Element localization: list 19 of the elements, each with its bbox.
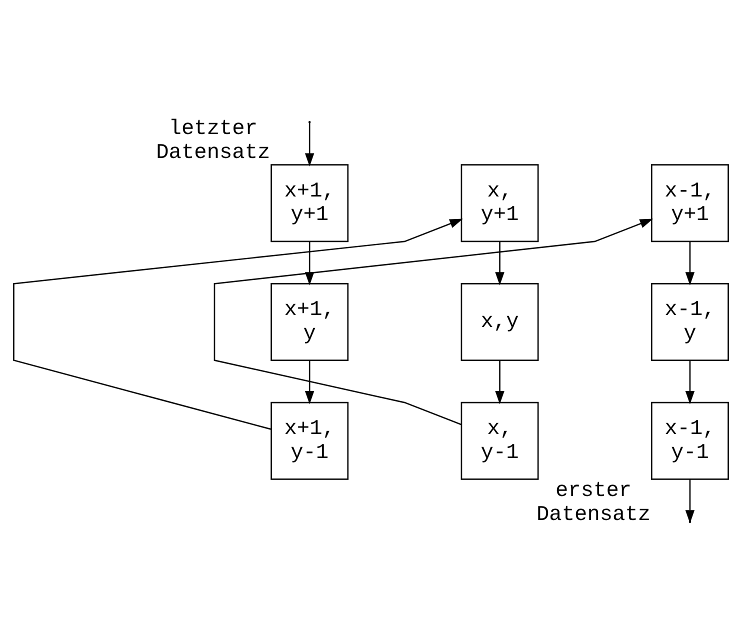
node-box: x+1, y+1 [270, 164, 349, 242]
node-box: x-1, y+1 [651, 164, 729, 242]
arrow [495, 242, 504, 286]
node-box: x, y-1 [460, 402, 539, 480]
node-label: letzter Datensatz [156, 117, 270, 165]
arrow [685, 360, 695, 404]
node-box: x+1, y-1 [270, 402, 349, 480]
arrow [304, 122, 314, 166]
arrow [304, 360, 314, 404]
node-box: x+1, y [270, 283, 349, 361]
arrow [685, 242, 695, 286]
arrow [13, 218, 463, 430]
arrow [214, 218, 654, 426]
arrow [495, 360, 504, 404]
node-box: x, y+1 [460, 164, 539, 242]
node-box: x,y [460, 283, 539, 361]
node-box: x-1, y [651, 283, 729, 361]
node-box: x-1, y-1 [651, 402, 729, 480]
node-label: erster Datensatz [536, 479, 651, 527]
